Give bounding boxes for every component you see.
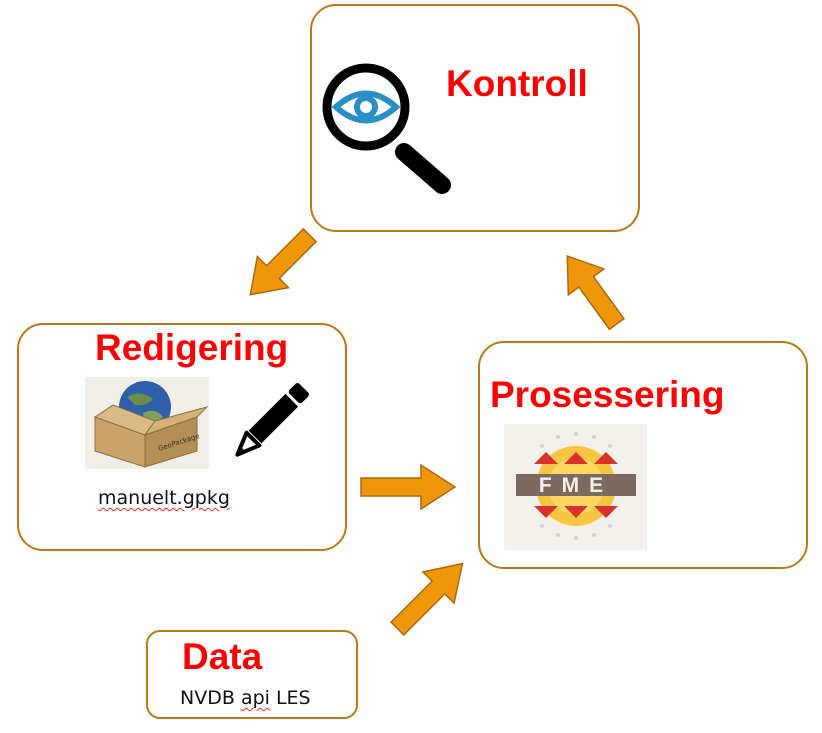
arrow-prosessering-to-kontroll [566,254,626,331]
data-source-prefix: NVDB [180,687,235,709]
magnifier-eye-icon [322,63,451,194]
data-source-suffix: LES [275,687,311,709]
redigering-title: Redigering [95,327,289,368]
kontroll-title: Kontroll [446,63,588,104]
pencil-icon [235,383,309,457]
fme-logo-text: FME [539,474,613,497]
node-data [146,630,358,719]
fme-logo: FME [504,424,647,550]
geopackage-logo: GeoPackage [85,377,209,469]
data-source-api: api [240,687,270,709]
prosessering-title: Prosessering [490,374,725,415]
data-title: Data [182,636,263,677]
redigering-file: manuelt.gpkg [98,487,230,509]
arrow-redigering-to-prosessering [360,463,457,511]
data-source: NVDB api LES [180,687,311,709]
arrow-data-to-prosessering [390,562,464,636]
arrow-kontroll-to-redigering [249,227,318,296]
